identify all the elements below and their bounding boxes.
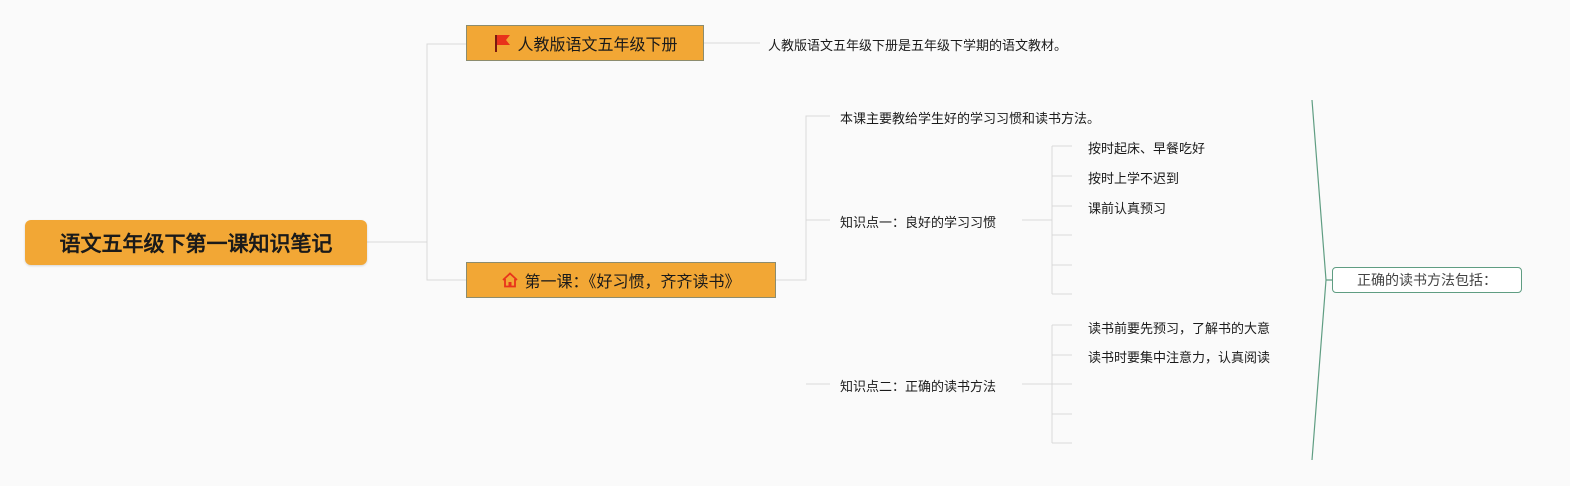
textbook-note[interactable]: 人教版语文五年级下册是五年级下学期的语文教材。	[768, 39, 1068, 54]
point-one-title[interactable]: 知识点一：良好的学习习惯	[840, 216, 997, 231]
connector-root	[367, 43, 466, 281]
point-two-title[interactable]: 知识点二：正确的读书方法	[840, 380, 997, 395]
point-one-item[interactable]: 按时起床、早餐吃好	[1088, 142, 1206, 157]
connector-point-two	[1022, 324, 1072, 444]
connector-lesson	[776, 115, 830, 385]
branch-lesson-title: 第一课：《好习惯，齐齐读书》	[524, 272, 741, 291]
point-one-item[interactable]: 课前认真预习	[1088, 202, 1167, 217]
root-node[interactable]: 语文五年级下第一课知识笔记	[25, 220, 367, 265]
summary-label: 正确的读书方法包括：	[1357, 273, 1497, 289]
point-two-item[interactable]: 读书前要先预习，了解书的大意	[1088, 322, 1271, 337]
summary-brace	[1311, 99, 1332, 461]
point-one-item[interactable]: 按时上学不迟到	[1088, 172, 1180, 187]
flag-icon	[492, 33, 512, 53]
lesson-intro[interactable]: 本课主要教给学生好的学习习惯和读书方法。	[840, 112, 1101, 127]
branch-textbook-title: 人教版语文五年级下册	[517, 35, 678, 54]
branch-textbook[interactable]: 人教版语文五年级下册	[466, 25, 704, 61]
point-two-item[interactable]: 读书时要集中注意力，认真阅读	[1088, 351, 1271, 366]
home-icon	[501, 271, 519, 289]
root-title: 语文五年级下第一课知识笔记	[59, 231, 333, 256]
summary-box[interactable]: 正确的读书方法包括：	[1332, 267, 1522, 293]
branch-lesson-one[interactable]: 第一课：《好习惯，齐齐读书》	[466, 262, 776, 298]
connector-point-one	[1022, 145, 1072, 295]
